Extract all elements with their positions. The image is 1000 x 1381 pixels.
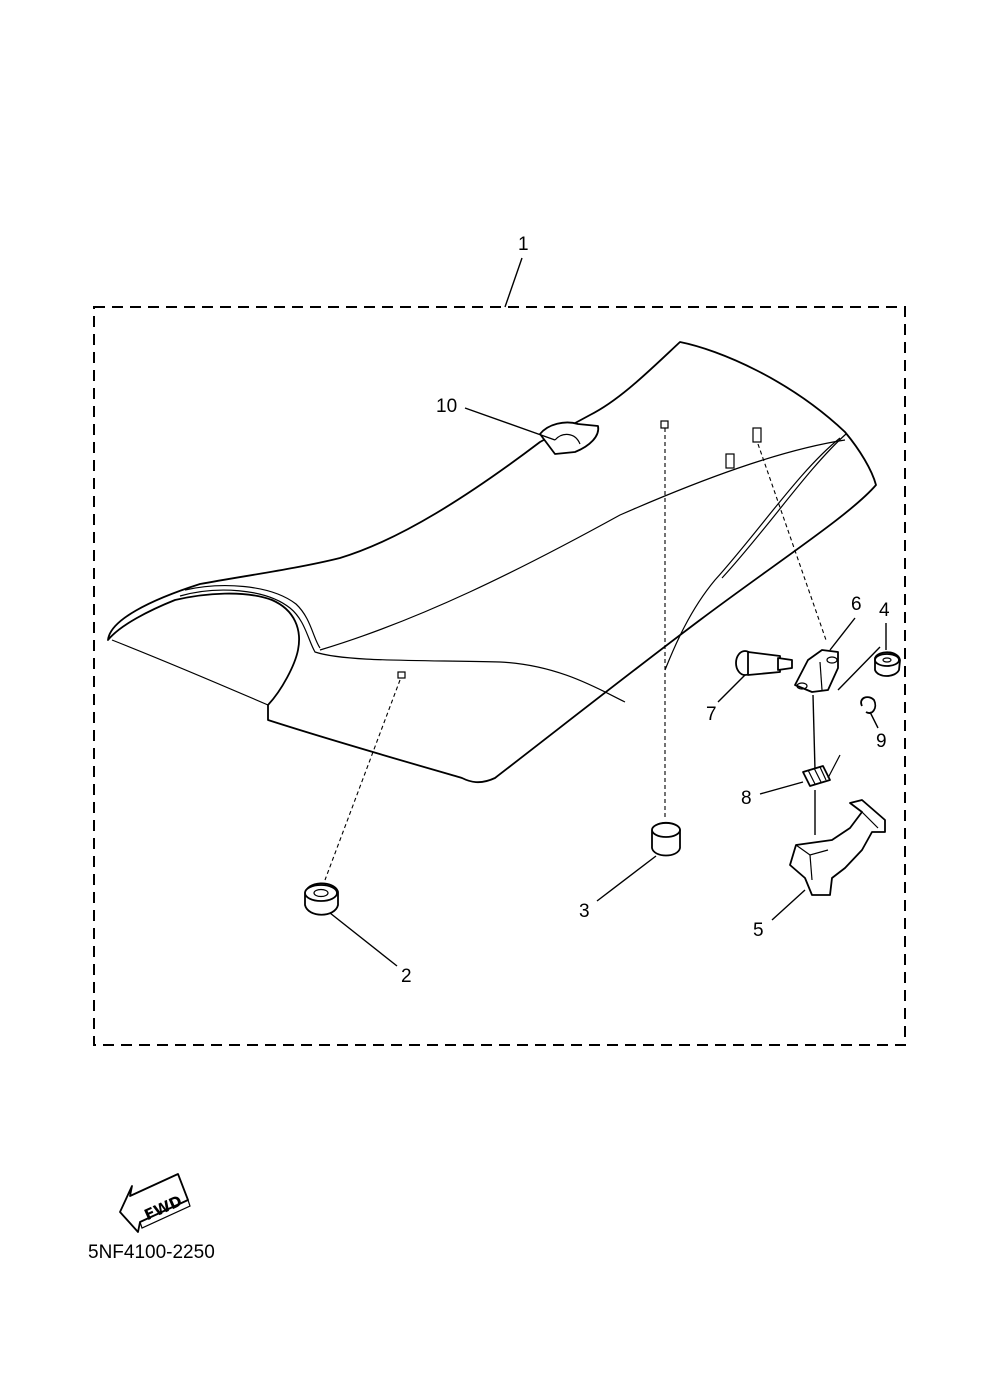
- leader-6: [829, 617, 856, 651]
- leader-9: [869, 711, 879, 729]
- assembly-frame: [93, 306, 906, 1046]
- part-5-latch: [789, 799, 886, 896]
- link-6-4: [837, 646, 881, 691]
- callout-10: 10: [436, 396, 457, 417]
- mount-line-2: [324, 679, 401, 881]
- part-4-grommet: [874, 651, 901, 677]
- seat-assembly: [107, 341, 877, 784]
- part-8-spring: [802, 754, 841, 787]
- callout-2: 2: [401, 966, 412, 987]
- link-6-8: [812, 694, 816, 771]
- callout-9: 9: [876, 731, 887, 752]
- part-9-clip: [860, 696, 877, 714]
- callout-3: 3: [579, 901, 590, 922]
- fwd-arrow-icon: FWD: [119, 1173, 191, 1233]
- leader-3: [596, 855, 657, 902]
- callout-4: 4: [879, 600, 890, 621]
- leader-2: [329, 912, 398, 967]
- callout-6: 6: [851, 594, 862, 615]
- part-7-pin: [735, 650, 793, 676]
- callout-1: 1: [518, 234, 529, 255]
- callout-8: 8: [741, 788, 752, 809]
- leader-10: [464, 407, 556, 441]
- leader-1: [504, 257, 523, 308]
- callout-5: 5: [753, 920, 764, 941]
- part-2-damper: [304, 882, 339, 916]
- part-3-damper: [651, 821, 681, 857]
- leader-8: [759, 781, 804, 795]
- drawing-code: 5NF4100-2250: [88, 1242, 215, 1263]
- callout-7: 7: [706, 704, 717, 725]
- leader-5: [771, 889, 806, 921]
- part-6-bracket: [794, 649, 839, 693]
- leader-7: [717, 674, 746, 703]
